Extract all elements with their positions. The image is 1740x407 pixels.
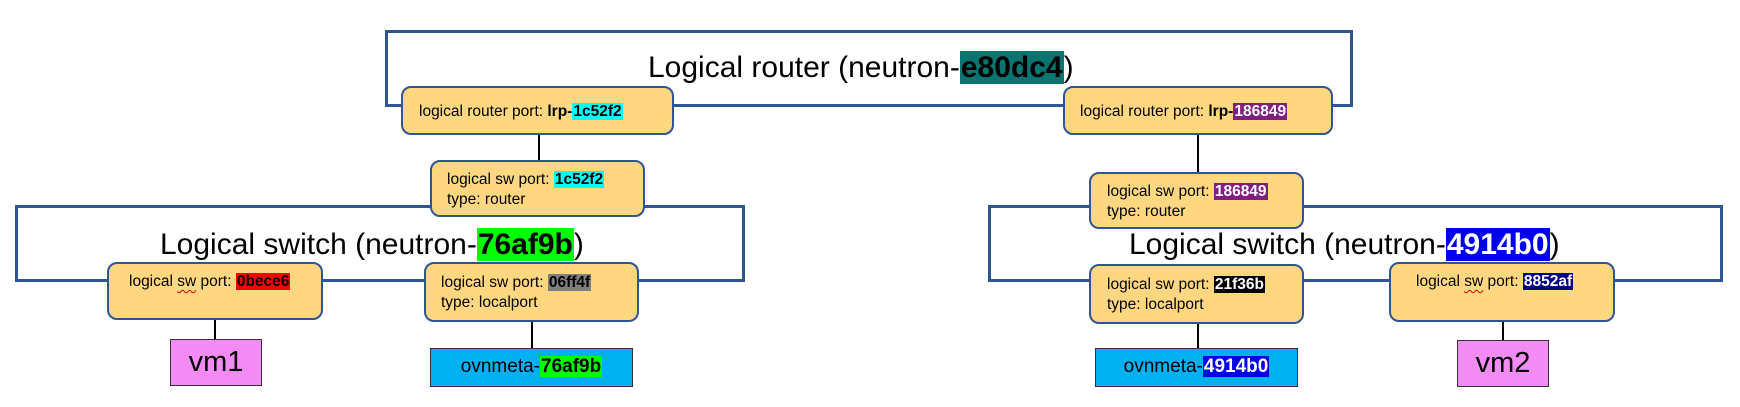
switch-2-vm-port-id: 8852af xyxy=(1522,273,1574,290)
switch-2-localport[interactable]: logical sw port: 21f36b type: localport xyxy=(1089,264,1304,324)
switch-1-router-port-label: logical sw port: xyxy=(447,171,554,188)
switch-1-vm-port-label-a: logical xyxy=(129,273,178,290)
ovnmeta-2-id: 4914b0 xyxy=(1202,356,1270,377)
ovnmeta-2-prefix: ovnmeta- xyxy=(1123,356,1203,377)
logical-switch-2-title: Logical switch (neutron-4914b0) xyxy=(1129,225,1560,265)
logical-switch-1-title-prefix: Logical switch (neutron- xyxy=(160,228,477,261)
switch-2-router-port-id: 186849 xyxy=(1213,183,1268,200)
connector-vm2 xyxy=(1502,322,1504,341)
vm2-label: vm2 xyxy=(1475,347,1531,379)
switch-2-router-port-label: logical sw port: xyxy=(1107,183,1214,200)
switch-1-router-port[interactable]: logical sw port: 1c52f2 type: router xyxy=(430,160,645,217)
switch-2-localport-label: logical sw port: xyxy=(1107,276,1214,293)
ovnmeta-1-box[interactable]: ovnmeta-76af9b xyxy=(430,348,633,387)
connector-vm1 xyxy=(214,320,216,340)
connector-lrp-right xyxy=(1197,135,1199,173)
ovnmeta-1-prefix: ovnmeta- xyxy=(460,356,540,377)
logical-router-id: e80dc4 xyxy=(959,51,1064,84)
switch-2-router-port[interactable]: logical sw port: 186849 type: router xyxy=(1089,172,1304,229)
logical-switch-1-title-suffix: ) xyxy=(573,228,584,261)
switch-2-vm-port-label-sw: sw xyxy=(1464,273,1484,290)
ovnmeta-2-box[interactable]: ovnmeta-4914b0 xyxy=(1095,348,1298,387)
ovnmeta-1-id: 76af9b xyxy=(540,356,603,377)
logical-switch-1-id: 76af9b xyxy=(476,228,574,261)
switch-1-localport-label: logical sw port: xyxy=(441,274,548,291)
logical-switch-2-id: 4914b0 xyxy=(1445,228,1550,261)
switch-1-vm-port-label-b: port: xyxy=(196,273,236,290)
vm1-label: vm1 xyxy=(188,346,244,378)
switch-1-localport[interactable]: logical sw port: 06ff4f type: localport xyxy=(424,262,639,322)
router-port-left-id: 1c52f2 xyxy=(572,103,623,120)
switch-2-localport-id: 21f36b xyxy=(1213,276,1265,293)
logical-router-title: Logical router (neutron-e80dc4) xyxy=(648,48,1074,88)
router-port-right-id: 186849 xyxy=(1233,103,1288,120)
logical-switch-1-title: Logical switch (neutron-76af9b) xyxy=(160,225,584,265)
switch-1-localport-id: 06ff4f xyxy=(547,274,592,291)
switch-2-localport-type: type: localport xyxy=(1107,296,1204,313)
switch-1-router-port-id: 1c52f2 xyxy=(553,171,605,188)
switch-2-vm-port-label-a: logical xyxy=(1416,273,1465,290)
switch-1-router-port-type: type: router xyxy=(447,191,526,208)
logical-router-title-prefix: Logical router (neutron- xyxy=(648,51,960,84)
switch-1-vm-port-label-sw: sw xyxy=(177,273,197,290)
connector-ovnmeta-1 xyxy=(531,322,533,348)
router-port-right[interactable]: logical router port: lrp-186849 xyxy=(1063,86,1333,135)
vm2-box[interactable]: vm2 xyxy=(1457,340,1549,387)
logical-router-title-suffix: ) xyxy=(1063,51,1074,84)
switch-2-vm-port[interactable]: logical sw port: 8852af xyxy=(1389,262,1615,322)
logical-switch-2-title-prefix: Logical switch (neutron- xyxy=(1129,228,1446,261)
router-port-left-label: logical router port: xyxy=(419,103,548,120)
switch-1-localport-type: type: localport xyxy=(441,294,538,311)
router-port-right-prefix: lrp- xyxy=(1208,103,1234,120)
router-port-left[interactable]: logical router port: lrp-1c52f2 xyxy=(401,86,674,135)
connector-lrp-left xyxy=(538,135,540,161)
router-port-left-prefix: lrp- xyxy=(547,103,573,120)
vm1-box[interactable]: vm1 xyxy=(170,339,262,386)
router-port-right-label: logical router port: xyxy=(1080,103,1209,120)
switch-2-router-port-type: type: router xyxy=(1107,203,1186,220)
logical-switch-2-title-suffix: ) xyxy=(1549,228,1560,261)
connector-ovnmeta-2 xyxy=(1197,324,1199,348)
switch-2-vm-port-label-b: port: xyxy=(1483,273,1523,290)
switch-1-vm-port-id: 0bece6 xyxy=(235,273,291,290)
switch-1-vm-port[interactable]: logical sw port: 0bece6 xyxy=(107,262,323,320)
